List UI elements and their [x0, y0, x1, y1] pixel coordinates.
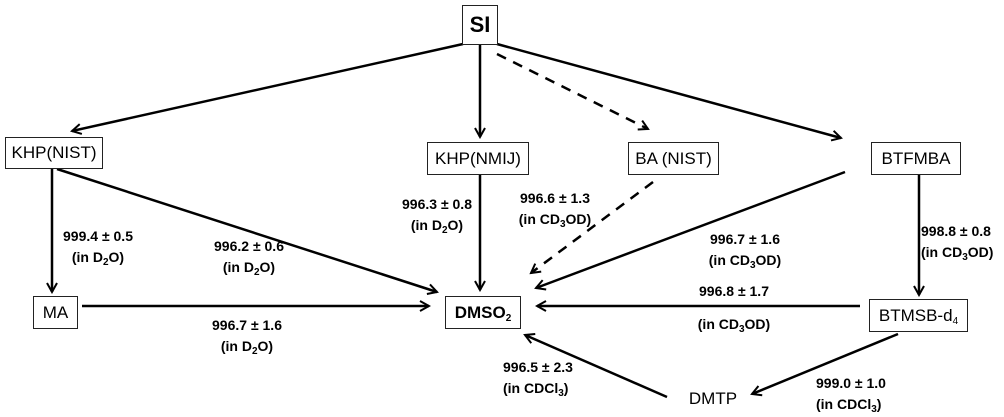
label-solvent: (in D2O) [58, 247, 138, 268]
node-ma: MA [33, 296, 78, 329]
solvent-pre: (in D [71, 249, 103, 265]
solvent-sub: 2 [102, 257, 109, 268]
node-btfmba-label: BTFMBA [881, 148, 951, 168]
solvent-post: O) [108, 249, 125, 265]
solvent-post: O) [257, 338, 274, 354]
label-btmsb-dmso2-solvent: (in CD3OD) [694, 314, 774, 335]
solvent-sub: 2 [441, 225, 448, 236]
node-dmso2-text: DMSO [454, 302, 506, 322]
edge-dmtp-dmso2 [525, 335, 668, 399]
label-solvent: (in CDCl3) [503, 378, 587, 399]
node-btmsb-sub: 4 [952, 315, 959, 327]
solvent-pre: (in CDCl [816, 396, 872, 412]
node-btmsb-label: BTMSB-d4 [878, 305, 959, 327]
node-ma-label: MA [42, 302, 69, 322]
edge-btfmba-dmso2 [536, 170, 846, 288]
label-solvent: (in D2O) [207, 336, 287, 357]
label-ba-dmso2: 996.6 ± 1.3 (in CD3OD) [515, 188, 595, 230]
label-value: 996.2 ± 0.6 [214, 238, 284, 254]
label-solvent: (in CD3OD) [515, 209, 595, 230]
solvent-sub: 3 [559, 219, 566, 230]
label-solvent: (in CD3OD) [921, 242, 1004, 263]
node-btfmba: BTFMBA [871, 142, 961, 175]
label-btmsb-dmtp: 999.0 ± 1.0 (in CDCl3) [816, 373, 900, 415]
solvent-post: ) [563, 380, 569, 396]
node-khp-nist: KHP(NIST) [5, 137, 103, 169]
node-dmtp: DMTP [683, 384, 743, 414]
label-value: 996.5 ± 2.3 [503, 359, 573, 375]
solvent-post: O) [259, 259, 276, 275]
node-si: SI [462, 5, 498, 45]
label-khpnist-dmso2: 996.2 ± 0.6 (in D2O) [209, 236, 289, 278]
edge-ba-dmso2 [531, 180, 654, 273]
solvent-pre: (in D [410, 217, 442, 233]
node-btmsb-d4: BTMSB-d4 [869, 299, 968, 332]
solvent-pre: (in CD [697, 316, 739, 332]
edge-si-btfmba [496, 42, 841, 138]
label-solvent: (in D2O) [397, 215, 477, 236]
label-value: 996.7 ± 1.6 [212, 317, 282, 333]
label-value: 996.3 ± 0.8 [402, 196, 472, 212]
edge-khp-nist-dmso2 [56, 167, 437, 292]
node-dmtp-label: DMTP [688, 389, 738, 408]
solvent-sub: 3 [871, 404, 877, 415]
solvent-pre: (in CDCl [503, 380, 559, 396]
node-ba-nist: BA (NIST) [628, 142, 719, 175]
node-btmsb-text: BTMSB-d [878, 305, 953, 325]
solvent-post: ) [876, 396, 882, 412]
edge-btmsb-dmtp [752, 332, 899, 394]
label-khpnist-ma: 999.4 ± 0.5 (in D2O) [58, 226, 138, 268]
solvent-post: OD) [565, 211, 592, 227]
label-solvent: (in D2O) [209, 257, 289, 278]
label-ma-dmso2: 996.7 ± 1.6 (in D2O) [207, 315, 287, 357]
solvent-sub: 3 [749, 260, 756, 271]
solvent-pre: (in CD [708, 252, 750, 268]
node-khp-nmij-label: KHP(NMIJ) [435, 148, 521, 168]
label-solvent: (in CD3OD) [703, 250, 787, 271]
label-khpnmij-dmso2: 996.3 ± 0.8 (in D2O) [397, 194, 477, 236]
node-si-label: SI [469, 12, 491, 37]
solvent-sub: 2 [251, 346, 258, 357]
solvent-pre: (in D [220, 338, 252, 354]
solvent-pre: (in D [222, 259, 254, 275]
solvent-post: OD) [755, 252, 782, 268]
solvent-pre: (in CD [518, 211, 560, 227]
node-ba-nist-label: BA (NIST) [635, 148, 712, 168]
solvent-sub: 3 [962, 252, 968, 263]
solvent-post: O) [447, 217, 464, 233]
label-value: 996.7 ± 1.6 [710, 231, 780, 247]
node-dmso2: DMSO2 [445, 296, 521, 329]
label-btfmba-btmsb: 998.8 ± 0.8 (in CD3OD) [921, 221, 1004, 263]
node-dmso2-sub: 2 [505, 312, 512, 324]
node-dmso2-label: DMSO2 [454, 302, 512, 324]
solvent-sub: 3 [738, 324, 745, 335]
label-btmsb-dmso2-value: 996.8 ± 1.7 [694, 281, 774, 302]
label-solvent: (in CD3OD) [694, 314, 774, 335]
solvent-pre: (in CD [921, 244, 963, 260]
solvent-sub: 3 [558, 388, 564, 399]
label-value: 999.0 ± 1.0 [816, 375, 886, 391]
solvent-post: OD) [967, 244, 994, 260]
label-value: 998.8 ± 0.8 [921, 223, 991, 239]
label-value: 999.4 ± 0.5 [63, 228, 133, 244]
label-value: 996.8 ± 1.7 [699, 283, 769, 299]
node-khp-nmij: KHP(NMIJ) [427, 142, 529, 175]
solvent-sub: 2 [253, 267, 260, 278]
label-solvent: (in CDCl3) [816, 394, 900, 415]
label-dmtp-dmso2: 996.5 ± 2.3 (in CDCl3) [503, 357, 587, 399]
edge-si-khp-nist [72, 42, 464, 131]
node-khp-nist-label: KHP(NIST) [11, 143, 97, 162]
solvent-post: OD) [744, 316, 771, 332]
label-value: 996.6 ± 1.3 [520, 190, 590, 206]
label-btfmba-dmso2: 996.7 ± 1.6 (in CD3OD) [703, 229, 787, 271]
